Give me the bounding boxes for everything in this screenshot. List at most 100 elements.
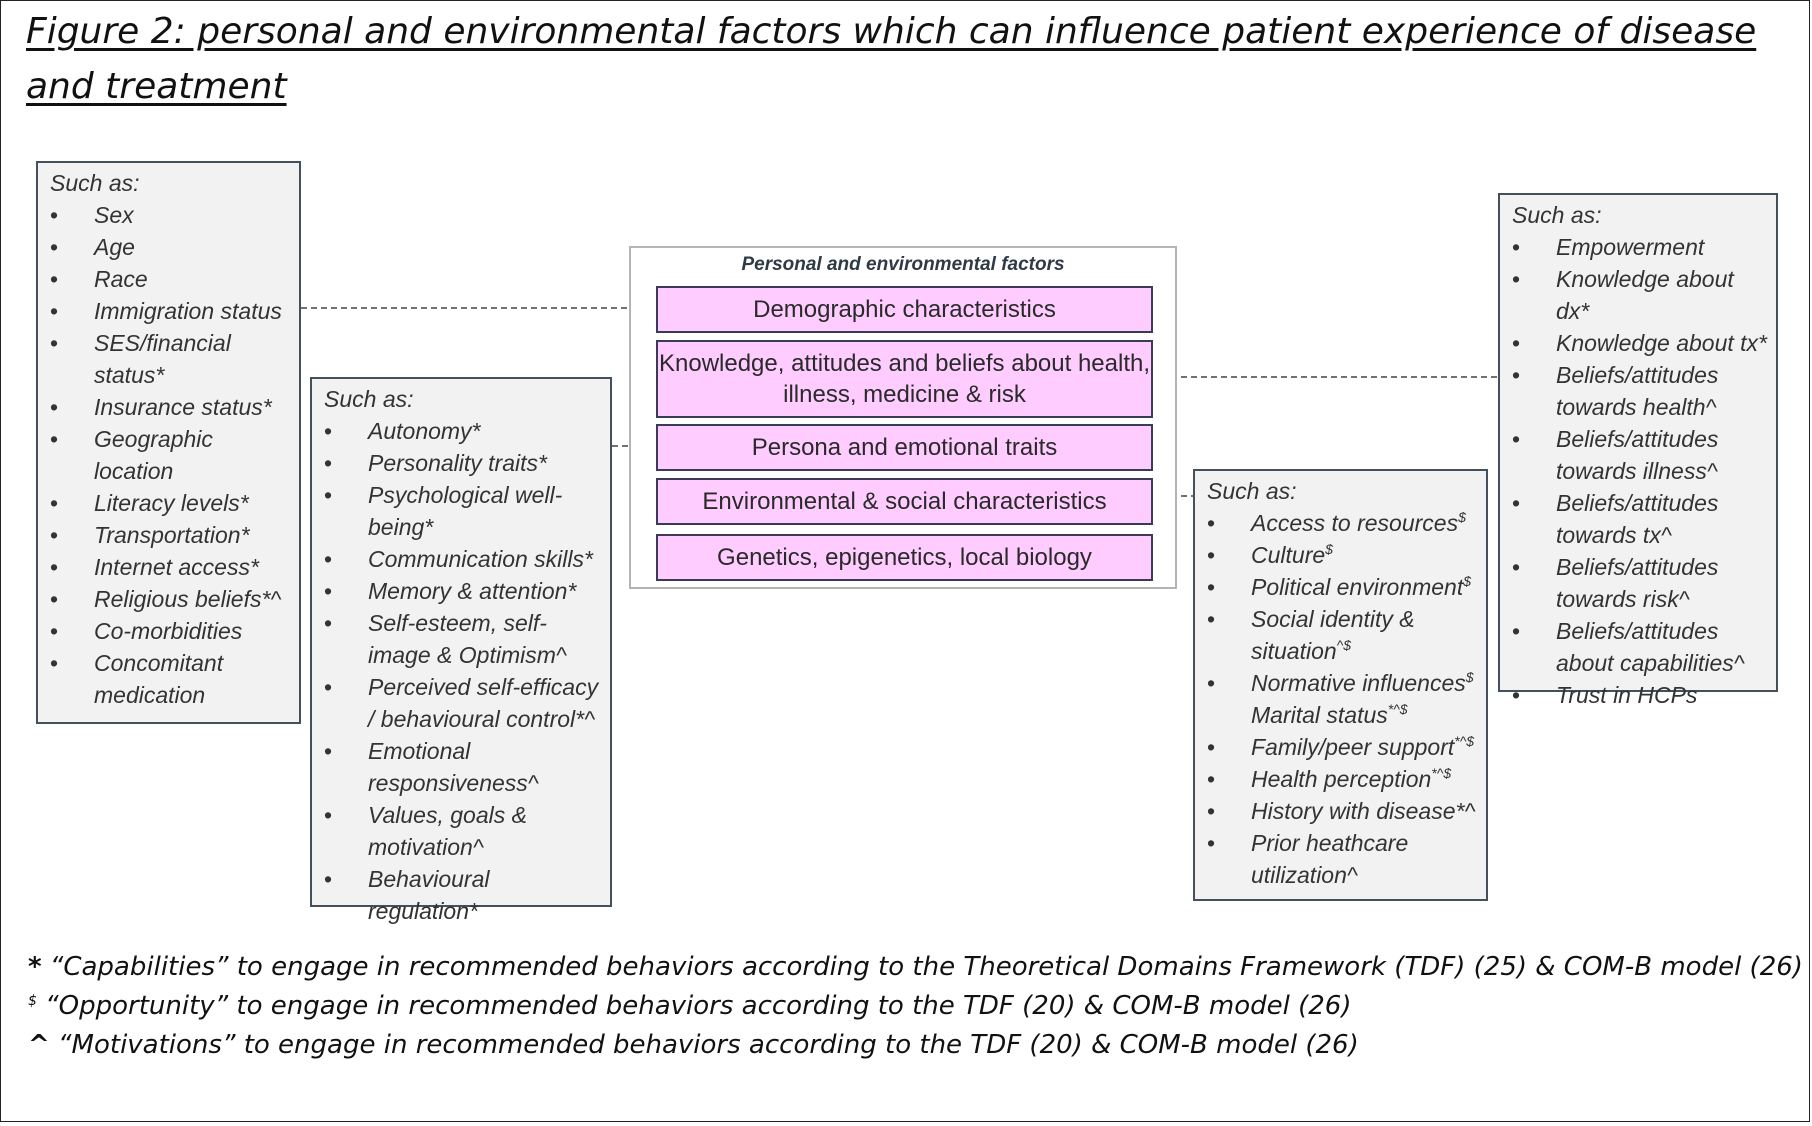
environmental-examples-list: Access to resources$Culture$Political en… <box>1195 507 1486 891</box>
list-item: Access to resources$ <box>1195 507 1486 539</box>
footnote-text: “Opportunity” to engage in recommended b… <box>36 991 1352 1021</box>
list-item: Memory & attention* <box>312 575 610 607</box>
list-item-text: Beliefs/attitudes about capabilities^ <box>1556 618 1745 676</box>
list-item-text: Sex <box>94 202 134 228</box>
list-item: Values, goals & motivation^ <box>312 799 610 863</box>
list-item: Perceived self-efficacy / behavioural co… <box>312 671 610 735</box>
list-item-text: Emotional responsiveness^ <box>368 738 539 796</box>
list-item-superscript: *^$ <box>1431 765 1452 781</box>
list-item: Political environment$ <box>1195 571 1486 603</box>
list-item: Beliefs/attitudes about capabilities^ <box>1500 615 1776 679</box>
list-item: Emotional responsiveness^ <box>312 735 610 799</box>
list-item-text: Race <box>94 266 148 292</box>
list-item: Social identity & situation^$ <box>1195 603 1486 667</box>
list-item-superscript: *^$ <box>1387 701 1408 717</box>
list-item-text: Family/peer support <box>1251 734 1455 760</box>
list-item-text: Co-morbidities <box>94 618 243 644</box>
demographic-examples-list: SexAgeRaceImmigration statusSES/financia… <box>38 199 299 711</box>
list-item-superscript: $ <box>1465 669 1474 685</box>
footnote-mark: * <box>28 952 42 982</box>
factor-demographic: Demographic characteristics <box>656 286 1153 333</box>
factors-panel-heading: Personal and environmental factors <box>741 254 1065 275</box>
footnote-text: “Capabilities” to engage in recommended … <box>41 952 1803 982</box>
list-item: Normative influences$ Marital status*^$ <box>1195 667 1486 731</box>
environmental-examples-heading: Such as: <box>1207 478 1297 504</box>
factor-genetics-biology: Genetics, epigenetics, local biology <box>656 534 1153 581</box>
list-item-text: Perceived self-efficacy / behavioural co… <box>368 674 599 732</box>
list-item-text: History with disease*^ <box>1251 798 1476 824</box>
list-item-superscript: $ <box>1463 573 1472 589</box>
factor-knowledge-attitudes-beliefs: Knowledge, attitudes and beliefs about h… <box>656 340 1153 418</box>
list-item: Empowerment <box>1500 231 1776 263</box>
footnotes: * “Capabilities” to engage in recommende… <box>28 948 1803 1065</box>
list-item: Knowledge about tx* <box>1500 327 1776 359</box>
list-item: Beliefs/attitudes towards risk^ <box>1500 551 1776 615</box>
list-item-text: Beliefs/attitudes towards risk^ <box>1556 554 1719 612</box>
list-item-text: Geographic location <box>94 426 213 484</box>
factor-persona-emotional: Persona and emotional traits <box>656 424 1153 471</box>
list-item-text: Personality traits* <box>368 450 547 476</box>
list-item: Sex <box>38 199 299 231</box>
knowledge-examples-heading: Such as: <box>1512 202 1602 228</box>
footnote-mark: $ <box>28 993 37 1009</box>
list-item-text: Psychological well-being* <box>368 482 563 540</box>
list-item-superscript: ^$ <box>1336 637 1352 653</box>
list-item: Autonomy* <box>312 415 610 447</box>
list-item-text: Beliefs/attitudes towards health^ <box>1556 362 1719 420</box>
list-item: Age <box>38 231 299 263</box>
list-item: Family/peer support*^$ <box>1195 731 1486 763</box>
list-item: Literacy levels* <box>38 487 299 519</box>
list-item-superscript: $ <box>1458 509 1466 525</box>
list-item: Race <box>38 263 299 295</box>
list-item-text: Prior heathcare utilization^ <box>1251 830 1409 888</box>
list-item: Health perception*^$ <box>1195 763 1486 795</box>
list-item: Trust in HCPs <box>1500 679 1776 711</box>
list-item: Beliefs/attitudes towards tx^ <box>1500 487 1776 551</box>
list-item-text: Normative influences <box>1251 670 1466 696</box>
list-item-text: Internet access* <box>94 554 259 580</box>
list-item-text: Trust in HCPs <box>1556 682 1698 708</box>
list-item-text: Concomitant medication <box>94 650 224 708</box>
demographic-examples-box: Such as: SexAgeRaceImmigration statusSES… <box>36 161 301 724</box>
list-item: SES/financial status* <box>38 327 299 391</box>
footnote-mark: ^ <box>28 1030 50 1060</box>
list-item-text: Insurance status* <box>94 394 272 420</box>
list-item: History with disease*^ <box>1195 795 1486 827</box>
list-item-text: Knowledge about dx* <box>1556 266 1734 324</box>
list-item-text: Knowledge about tx* <box>1556 330 1767 356</box>
list-item-text: Communication skills* <box>368 546 593 572</box>
list-item-text: Health perception <box>1251 766 1432 792</box>
list-item: Insurance status* <box>38 391 299 423</box>
list-item: Immigration status <box>38 295 299 327</box>
list-item-text: SES/financial status* <box>94 330 231 388</box>
list-item-text: Values, goals & motivation^ <box>368 802 527 860</box>
list-item-text: Access to resources <box>1251 510 1459 536</box>
footnote-opportunity: $ “Opportunity” to engage in recommended… <box>28 987 1798 1026</box>
list-item-text: Beliefs/attitudes towards tx^ <box>1556 490 1719 548</box>
list-item-text: Immigration status <box>94 298 282 324</box>
footnote-motivations: ^ “Motivations” to engage in recommended… <box>28 1026 1798 1065</box>
list-item-text: Behavioural regulation* <box>368 866 490 924</box>
list-item-text: Political environment <box>1251 574 1464 600</box>
list-item: Prior heathcare utilization^ <box>1195 827 1486 891</box>
list-item-superscript: *^$ <box>1454 733 1475 749</box>
list-item: Communication skills* <box>312 543 610 575</box>
list-item-text: Religious beliefs*^ <box>94 586 282 612</box>
list-item: Beliefs/attitudes towards illness^ <box>1500 423 1776 487</box>
list-item: Geographic location <box>38 423 299 487</box>
environmental-examples-box: Such as: Access to resources$Culture$Pol… <box>1193 469 1488 901</box>
list-item: Personality traits* <box>312 447 610 479</box>
knowledge-examples-box: Such as: EmpowermentKnowledge about dx* K… <box>1498 193 1778 711</box>
list-item: Self-esteem, self-image & Optimism^ <box>312 607 610 671</box>
list-item: Transportation* <box>38 519 299 551</box>
footnote-text: “Motivations” to engage in recommended b… <box>49 1030 1359 1060</box>
list-item: Religious beliefs*^ <box>38 583 299 615</box>
list-item-text: Empowerment <box>1556 234 1705 260</box>
list-item: Internet access* <box>38 551 299 583</box>
figure-title: Figure 2: personal and environmental fac… <box>26 11 1757 107</box>
list-item: Knowledge about dx* <box>1500 263 1776 327</box>
list-item: Psychological well-being* <box>312 479 610 543</box>
list-item: Concomitant medication <box>38 647 299 711</box>
list-item: Beliefs/attitudes towards health^ <box>1500 359 1776 423</box>
